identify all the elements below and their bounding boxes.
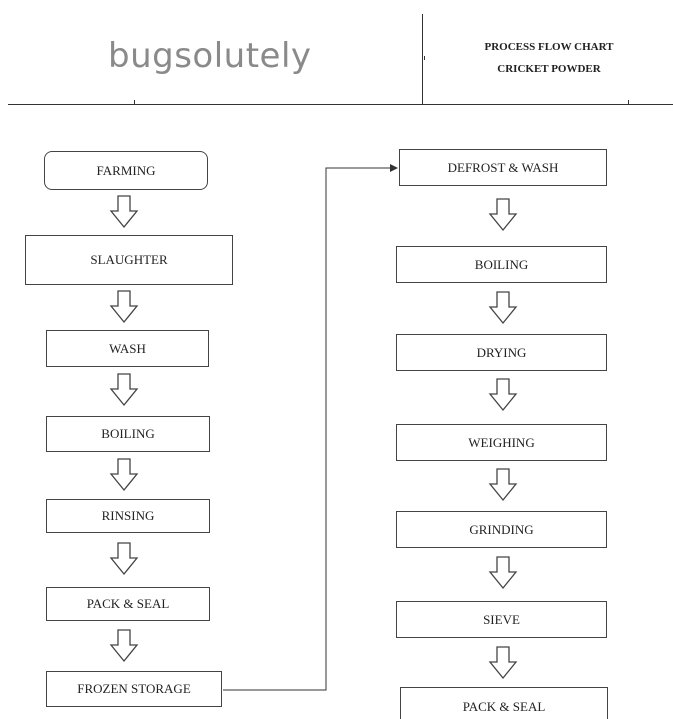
down-arrow-icon <box>109 290 139 324</box>
step-wash: WASH <box>46 330 209 367</box>
brand-logo: bugsolutely <box>108 36 312 76</box>
step-weighing: WEIGHING <box>396 424 607 461</box>
step-frozen-storage: FROZEN STORAGE <box>46 671 222 707</box>
step-drying: DRYING <box>396 334 607 371</box>
down-arrow-icon <box>109 458 139 492</box>
down-arrow-icon <box>109 195 139 229</box>
document-title-line-2: CRICKET POWDER <box>497 63 601 75</box>
down-arrow-icon <box>488 198 518 232</box>
step-boiling-right: BOILING <box>396 246 607 283</box>
step-defrost-wash: DEFROST & WASH <box>399 149 607 186</box>
step-farming: FARMING <box>44 151 208 190</box>
step-sieve: SIEVE <box>396 601 607 638</box>
step-boiling-left: BOILING <box>46 416 210 452</box>
down-arrow-icon <box>488 378 518 412</box>
step-grinding: GRINDING <box>396 511 607 548</box>
down-arrow-icon <box>109 373 139 407</box>
step-rinsing: RINSING <box>46 499 210 533</box>
header-rule <box>8 104 673 105</box>
step-pack-seal-left: PACK & SEAL <box>46 587 210 621</box>
down-arrow-icon <box>109 629 139 663</box>
down-arrow-icon <box>488 468 518 502</box>
header-tick-mid <box>424 56 425 60</box>
down-arrow-icon <box>488 291 518 325</box>
header-tick-left <box>134 100 135 104</box>
down-arrow-icon <box>488 646 518 680</box>
down-arrow-icon <box>109 542 139 576</box>
step-slaughter: SLAUGHTER <box>25 235 233 285</box>
down-arrow-icon <box>488 556 518 590</box>
header-divider <box>422 14 423 105</box>
document-title-line-1: PROCESS FLOW CHART <box>484 41 614 53</box>
step-pack-seal-right: PACK & SEAL <box>400 687 608 719</box>
header-tick-right <box>628 100 629 104</box>
connector-arrowhead-icon <box>390 164 398 172</box>
document-title: PROCESS FLOW CHART CRICKET POWDER <box>425 36 673 80</box>
